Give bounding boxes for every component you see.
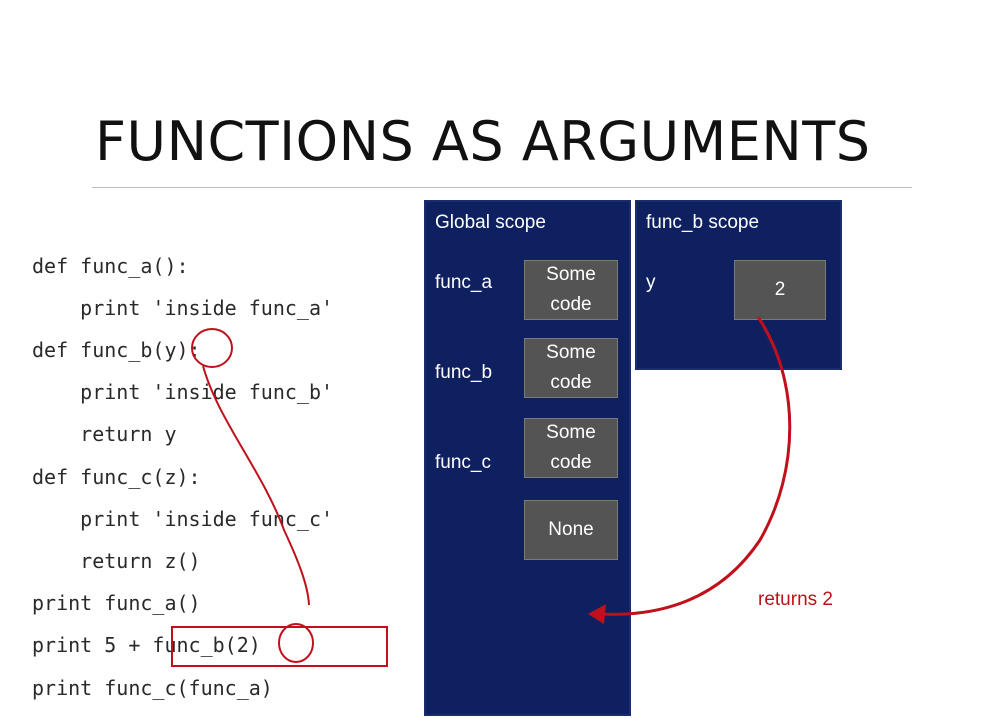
arg-2-circle bbox=[278, 623, 314, 663]
code-line: def func_a(): bbox=[32, 254, 189, 278]
code-line: def func_b(y): bbox=[32, 338, 201, 362]
code-line: print 'inside func_c' bbox=[32, 507, 334, 531]
code-line: print func_c(func_a) bbox=[32, 676, 273, 700]
global-scope-title: Global scope bbox=[435, 212, 546, 233]
func-b-scope-frame: func_b scope y 2 bbox=[635, 200, 842, 370]
global-var-func-c: func_c bbox=[435, 452, 491, 473]
func-b-value-box: Some code bbox=[524, 338, 618, 398]
code-line: def func_c(z): bbox=[32, 465, 201, 489]
code-line: return y bbox=[32, 422, 177, 446]
code-line: return z() bbox=[32, 549, 201, 573]
global-var-func-a: func_a bbox=[435, 272, 493, 293]
code-line: print 'inside func_b' bbox=[32, 380, 334, 404]
global-var-func-b: func_b bbox=[435, 362, 493, 383]
code-line: print 5 + func_b(2) bbox=[32, 633, 261, 657]
none-value-box: None bbox=[524, 500, 618, 560]
code-line: print 'inside func_a' bbox=[32, 296, 334, 320]
func-b-var-y: y bbox=[646, 272, 656, 293]
code-line: print func_a() bbox=[32, 591, 201, 615]
returns-annotation: returns 2 bbox=[758, 589, 833, 610]
global-scope-frame: Global scope func_a Some code func_b Som… bbox=[424, 200, 631, 716]
slide-title: FUNCTIONS AS ARGUMENTS bbox=[95, 110, 871, 173]
y-value-box: 2 bbox=[734, 260, 826, 320]
func-b-scope-title: func_b scope bbox=[646, 212, 760, 233]
func-c-value-box: Some code bbox=[524, 418, 618, 478]
title-divider bbox=[92, 187, 912, 188]
func-a-value-box: Some code bbox=[524, 260, 618, 320]
